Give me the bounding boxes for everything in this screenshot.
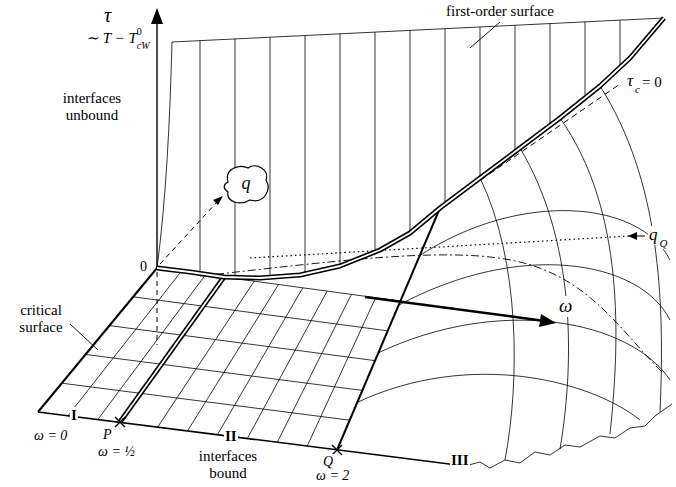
grid-line xyxy=(445,29,446,204)
region-label: q xyxy=(220,174,272,194)
axis-label: τ xyxy=(104,4,111,26)
point-label: P xyxy=(102,427,113,442)
grid-line xyxy=(305,36,306,275)
region-number: I xyxy=(70,407,78,424)
grid-line xyxy=(200,41,201,274)
line-label: = 0 xyxy=(641,74,663,91)
transition-line xyxy=(120,277,224,422)
grid-line xyxy=(235,39,236,277)
arrowhead xyxy=(213,196,223,205)
arrowhead xyxy=(151,8,163,24)
grid-curve xyxy=(560,118,616,434)
subscript: cW xyxy=(137,40,150,51)
surface-label: critical surface xyxy=(6,302,76,335)
region-number: II xyxy=(224,428,238,445)
axis-label: ∼ T − T xyxy=(86,30,137,47)
grid-line xyxy=(86,354,363,390)
surface-label: first-order surface xyxy=(446,3,554,20)
torn-edge xyxy=(465,404,672,468)
subscript: c xyxy=(634,83,641,95)
grid-curve xyxy=(480,178,514,460)
grid-curve xyxy=(358,374,640,420)
grid-line xyxy=(68,271,181,416)
point-label: ω = 0 xyxy=(34,428,67,443)
grid-line xyxy=(307,298,376,447)
transition-line xyxy=(120,277,224,422)
point-label: Q xyxy=(322,454,334,469)
arrowhead xyxy=(628,232,637,240)
arrowhead xyxy=(539,314,556,327)
grid-line xyxy=(480,27,481,178)
grid-curve xyxy=(378,320,670,380)
point-label: ω = ½ xyxy=(98,444,135,459)
grid-line xyxy=(98,275,206,420)
transition-curve xyxy=(157,18,664,278)
line-label: q xyxy=(648,226,659,245)
dash-dot-curve xyxy=(200,255,662,372)
point-label: ω = 2 xyxy=(316,468,349,483)
omega-zero-line xyxy=(38,268,157,412)
dashed-arrow xyxy=(160,201,218,264)
axis-label: ω xyxy=(558,296,573,317)
region-number: III xyxy=(450,452,470,469)
region-label: interfaces bound xyxy=(190,448,266,481)
surface-edge xyxy=(172,18,664,42)
grid-line xyxy=(550,24,551,125)
grid-line xyxy=(247,291,327,439)
grid-line xyxy=(133,297,387,331)
origin-label: 0 xyxy=(139,259,148,274)
superscript: 0 xyxy=(137,26,142,37)
grid-line xyxy=(277,294,351,442)
subscript: Q xyxy=(659,237,669,249)
grid-curve xyxy=(419,211,670,260)
transition-curve xyxy=(157,18,664,278)
grid-line xyxy=(340,34,341,266)
grid-line xyxy=(109,326,374,361)
region-label: interfaces unbound xyxy=(50,90,134,123)
line-label: τ xyxy=(626,72,634,91)
grid-line xyxy=(515,25,516,152)
dotted-line xyxy=(250,236,630,258)
point-mark xyxy=(115,417,125,427)
leader-line xyxy=(470,22,500,48)
blob-region: q xyxy=(220,162,272,206)
omega-axis xyxy=(365,297,545,321)
tau-axis xyxy=(156,20,157,268)
grid-line xyxy=(410,30,411,233)
grid-line xyxy=(62,383,350,420)
leader-line xyxy=(70,324,98,350)
grid-curve xyxy=(399,265,670,320)
dashed-line xyxy=(157,272,158,345)
grid-curve xyxy=(600,86,661,412)
grid-line xyxy=(620,20,621,67)
grid-line xyxy=(375,32,376,252)
surface-edge xyxy=(157,42,172,268)
grid-line xyxy=(270,37,271,277)
grid-line xyxy=(585,22,586,98)
